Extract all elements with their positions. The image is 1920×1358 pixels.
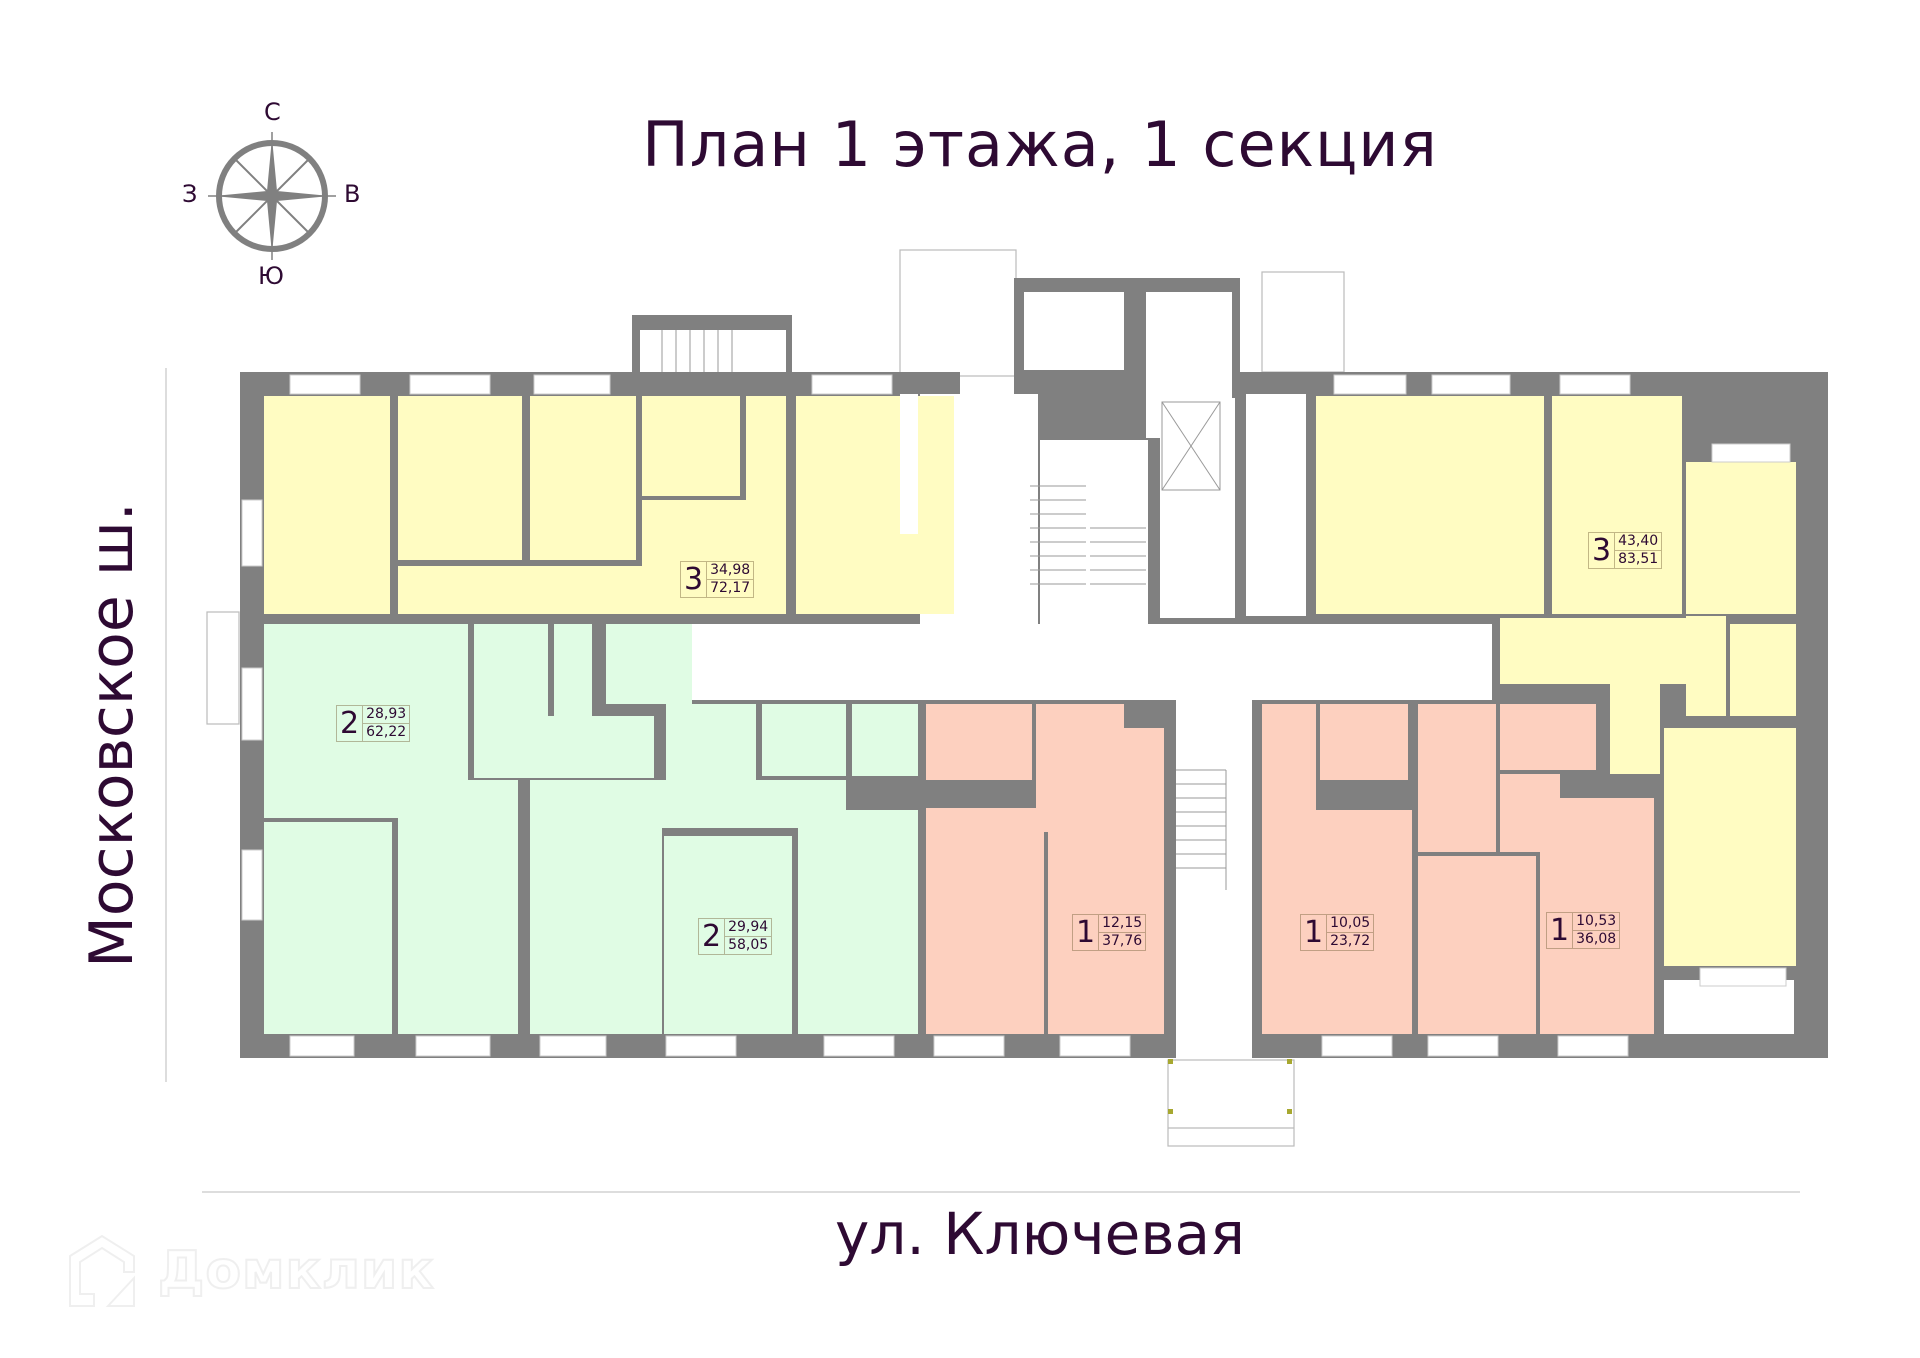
room-count: 1	[1076, 914, 1096, 950]
apartment-2-south-fill	[530, 704, 918, 1034]
house-logo-icon	[69, 1234, 135, 1307]
compass-north-label: С	[264, 98, 281, 126]
total-area: 72,17	[710, 580, 751, 596]
room-count: 3	[684, 561, 704, 597]
compass-rose-icon	[208, 132, 336, 260]
elevator-shaft	[1161, 401, 1221, 491]
total-area: 62,22	[366, 724, 407, 740]
street-label-left: Московское ш.	[77, 502, 147, 968]
apartment-3-east-fill	[1316, 396, 1796, 966]
apartment-1-a-fill	[926, 704, 1032, 780]
compass-east-label: В	[344, 180, 361, 208]
total-area: 58,05	[728, 937, 769, 953]
room-count: 1	[1550, 912, 1570, 948]
living-area: 10,53	[1573, 913, 1620, 931]
living-area: 43,40	[1615, 533, 1662, 551]
total-area: 23,72	[1330, 933, 1371, 949]
room-count: 1	[1304, 914, 1324, 950]
compass-west-label: З	[182, 180, 198, 208]
living-area: 34,98	[707, 562, 754, 580]
apartment-1-c-fill	[1418, 704, 1496, 852]
total-area: 83,51	[1618, 551, 1659, 567]
total-area: 37,76	[1102, 933, 1143, 949]
living-area: 28,93	[363, 706, 410, 724]
room-count: 3	[1592, 532, 1612, 568]
total-area: 36,08	[1576, 931, 1617, 947]
room-count: 2	[702, 918, 722, 954]
room-count: 2	[340, 705, 360, 741]
watermark: Домклик	[64, 1232, 435, 1310]
page-title: План 1 этажа, 1 секция	[642, 108, 1438, 181]
compass-south-label: Ю	[258, 262, 284, 290]
living-area: 12,15	[1099, 915, 1146, 933]
apartment-2-northwest-fill	[264, 624, 692, 1034]
street-label-bottom: ул. Ключевая	[835, 1200, 1245, 1268]
living-area: 10,05	[1327, 915, 1374, 933]
watermark-text: Домклик	[157, 1240, 435, 1302]
living-area: 29,94	[725, 919, 772, 937]
